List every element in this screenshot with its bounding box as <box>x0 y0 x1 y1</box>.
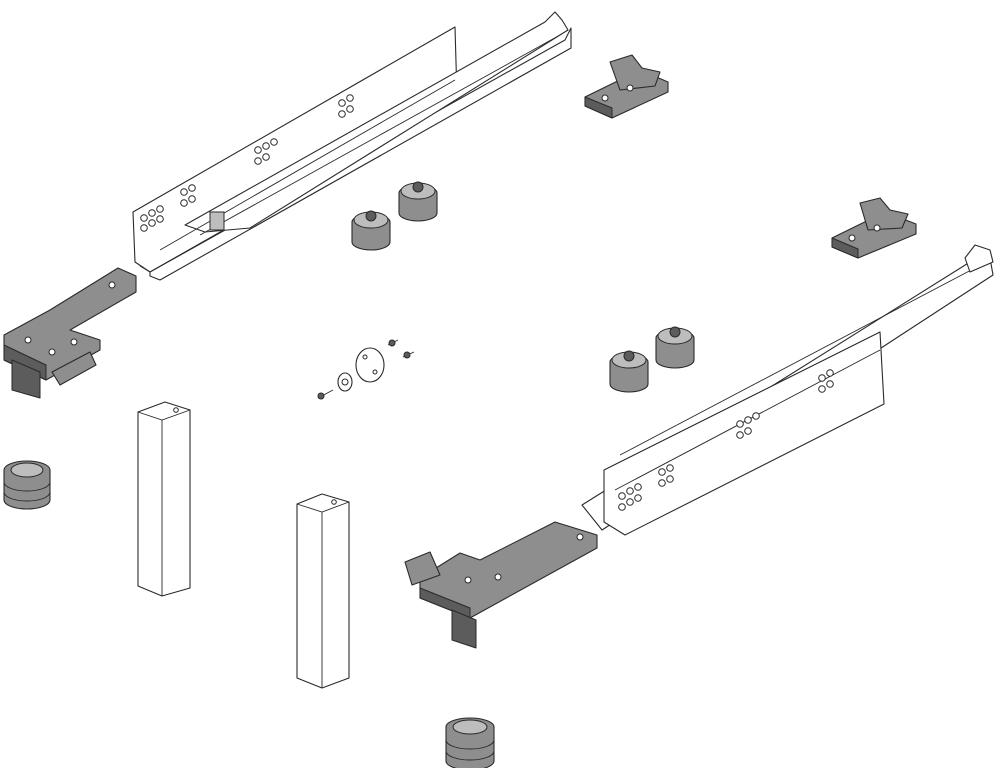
screw-set <box>317 339 415 400</box>
runner-left-hole-pattern <box>140 94 354 232</box>
runner-right-hole-pattern <box>618 369 834 511</box>
square-post-2 <box>296 493 350 689</box>
foot-glide-bottom <box>445 717 495 768</box>
corner-bracket-left <box>3 267 137 399</box>
runner-right <box>581 244 994 536</box>
corner-bracket-right <box>404 521 598 649</box>
locking-clip-1 <box>584 54 669 119</box>
foot-glide-left <box>3 460 51 510</box>
square-post-1 <box>137 401 191 597</box>
locking-clip-2 <box>831 197 917 259</box>
runner-left <box>132 11 572 281</box>
height-adjuster-pair-top <box>351 181 438 251</box>
height-adjuster-pair-middle <box>609 326 695 393</box>
runner-left-latch <box>209 211 225 231</box>
